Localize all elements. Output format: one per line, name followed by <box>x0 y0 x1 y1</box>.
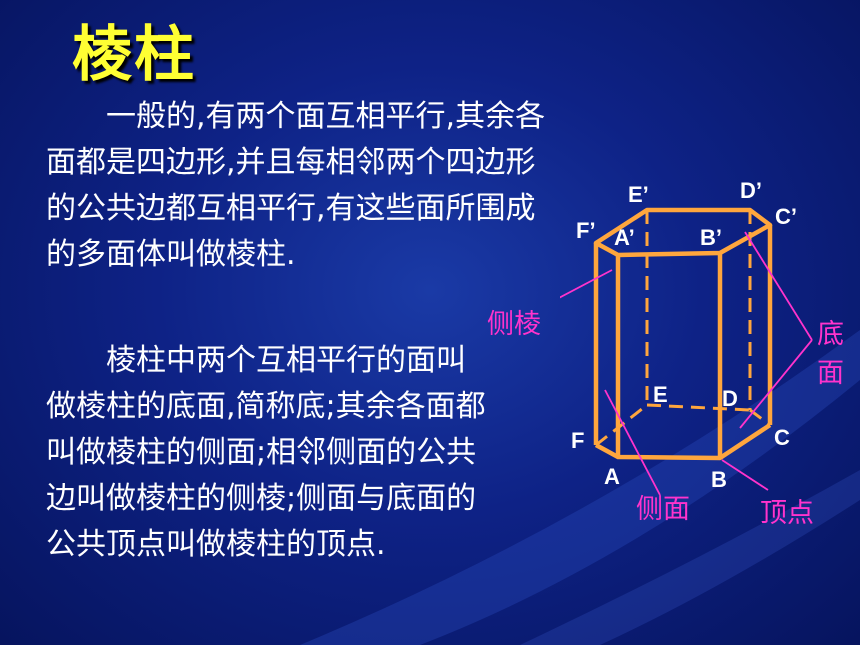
label-D1: D’ <box>740 178 762 203</box>
pointer-vertex <box>721 459 769 491</box>
label-F1: F’ <box>576 218 596 243</box>
label-C1: C’ <box>775 204 797 229</box>
label-B: B <box>711 467 727 492</box>
terms-paragraph: 棱柱中两个互相平行的面叫做棱柱的底面,简称底;其余各面都叫做棱柱的侧面;相邻侧面… <box>46 343 486 562</box>
label-A1: A’ <box>614 225 635 250</box>
hexagonal-prism-figure: E’ D’ F’ C’ A’ B’ E D F C A B <box>560 178 813 496</box>
hidden-edge-ED <box>646 403 751 412</box>
label-D: D <box>722 386 738 411</box>
label-B1: B’ <box>700 225 722 250</box>
label-F: F <box>571 428 584 453</box>
pointer-lateral-edge <box>560 269 613 299</box>
label-E1: E’ <box>628 182 649 207</box>
hidden-edge-FE <box>595 403 648 447</box>
pointer-lateral-face <box>604 389 661 496</box>
pointer-base-bottom <box>739 339 813 429</box>
label-C: C <box>774 425 790 450</box>
label-A: A <box>604 464 620 489</box>
label-E: E <box>653 382 668 407</box>
bottom-base-front <box>594 423 772 461</box>
definition-paragraph: 一般的,有两个面互相平行,其余各面都是四边形,并且每相邻两个四边形的公共边都互相… <box>46 99 546 272</box>
pointer-base-top <box>744 231 813 341</box>
page-title: 棱柱 <box>72 20 196 90</box>
